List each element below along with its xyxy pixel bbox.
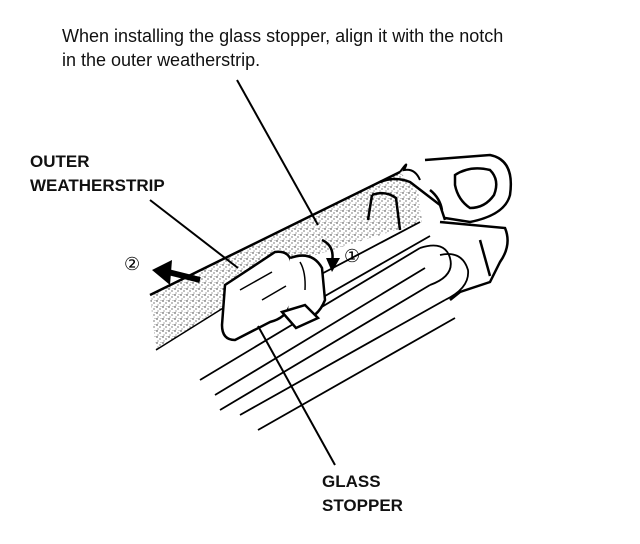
glass-stopper xyxy=(220,250,327,342)
outer-weatherstrip-label: OUTER WEATHERSTRIP xyxy=(30,150,165,198)
instruction-line-1: When installing the glass stopper, align… xyxy=(62,26,504,46)
glass-stopper-pointer-line xyxy=(257,325,336,466)
step-2-number: ② xyxy=(124,254,140,274)
retainer-clip xyxy=(366,153,513,301)
glass-stopper-label-line-2: STOPPER xyxy=(322,496,403,515)
instruction-pointer-line xyxy=(236,79,319,226)
step-1-number: ① xyxy=(344,246,360,266)
outer-weatherstrip-label-line-1: OUTER xyxy=(30,152,90,171)
step-1-arrow xyxy=(321,238,340,272)
outer-weatherstrip-pointer-line xyxy=(149,199,239,269)
instruction-note: When installing the glass stopper, align… xyxy=(62,24,632,72)
step-2-arrow xyxy=(152,260,201,285)
glass-stopper-label-line-1: GLASS xyxy=(322,472,381,491)
weatherstrip-tubes xyxy=(199,221,469,431)
glass-stopper-label: GLASS STOPPER xyxy=(322,470,403,518)
outer-weatherstrip-label-line-2: WEATHERSTRIP xyxy=(30,176,165,195)
instruction-line-2: in the outer weatherstrip. xyxy=(62,50,261,70)
